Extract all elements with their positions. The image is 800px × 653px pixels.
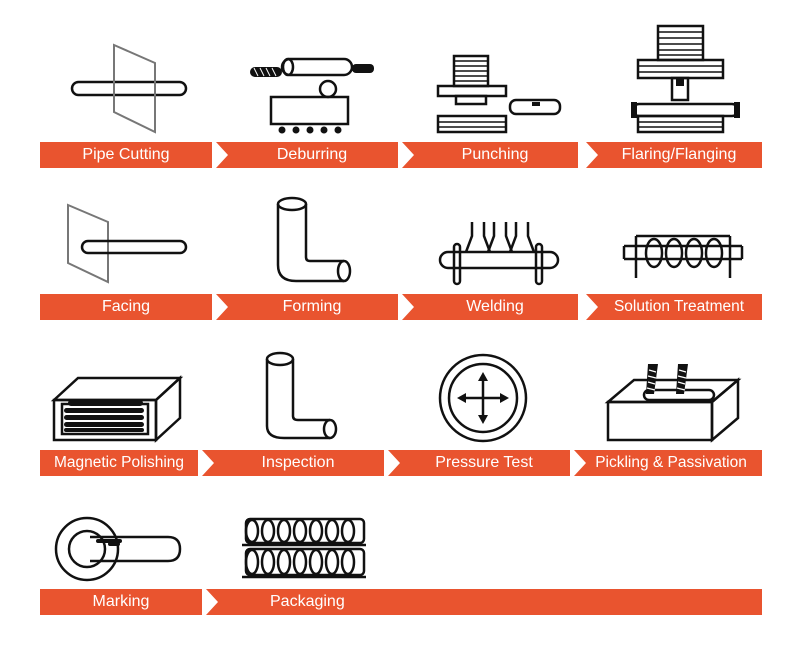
step-label: Facing	[101, 298, 151, 315]
solution-treatment-icon	[618, 228, 748, 283]
step-label: Pipe Cutting	[82, 146, 170, 163]
inspection-icon	[262, 350, 347, 445]
flaring-flanging-icon	[631, 22, 740, 137]
pipe-cutting-icon	[60, 40, 200, 135]
step-banner	[216, 142, 398, 168]
step-label: Inspection	[261, 454, 335, 471]
step-label: Marking	[92, 593, 150, 610]
step-label: Flaring/Flanging	[621, 146, 737, 163]
step-banner	[586, 294, 762, 320]
step-label: Forming	[282, 298, 342, 315]
pressure-test-icon	[432, 350, 542, 445]
step-label: Pressure Test	[435, 454, 533, 471]
step-banner	[388, 450, 570, 476]
step-banner	[40, 450, 198, 476]
step-banner	[206, 589, 762, 615]
step-banner	[586, 142, 762, 168]
magnetic-polishing-icon	[46, 370, 186, 445]
step-banner	[216, 294, 398, 320]
step-label: Welding	[466, 298, 524, 315]
pickling-passivation-icon	[600, 364, 745, 445]
step-banner	[574, 450, 762, 476]
step-banner	[402, 142, 578, 168]
forming-icon	[272, 195, 357, 290]
step-banner	[40, 294, 212, 320]
packaging-icon	[238, 515, 370, 585]
step-banner	[40, 142, 212, 168]
step-label: Packaging	[270, 593, 345, 610]
step-label: Pickling & Passivation	[595, 454, 747, 471]
welding-icon	[432, 218, 567, 290]
step-banner	[202, 450, 384, 476]
facing-icon	[62, 200, 192, 285]
step-label: Solution Treatment	[613, 298, 745, 315]
deburring-icon	[250, 52, 374, 134]
step-banner	[402, 294, 578, 320]
step-banner	[40, 589, 202, 615]
step-label: Punching	[461, 146, 529, 163]
punching-icon	[432, 52, 567, 137]
step-label: Deburring	[276, 146, 348, 163]
marking-icon	[52, 515, 187, 585]
step-label: Magnetic Polishing	[53, 454, 185, 471]
